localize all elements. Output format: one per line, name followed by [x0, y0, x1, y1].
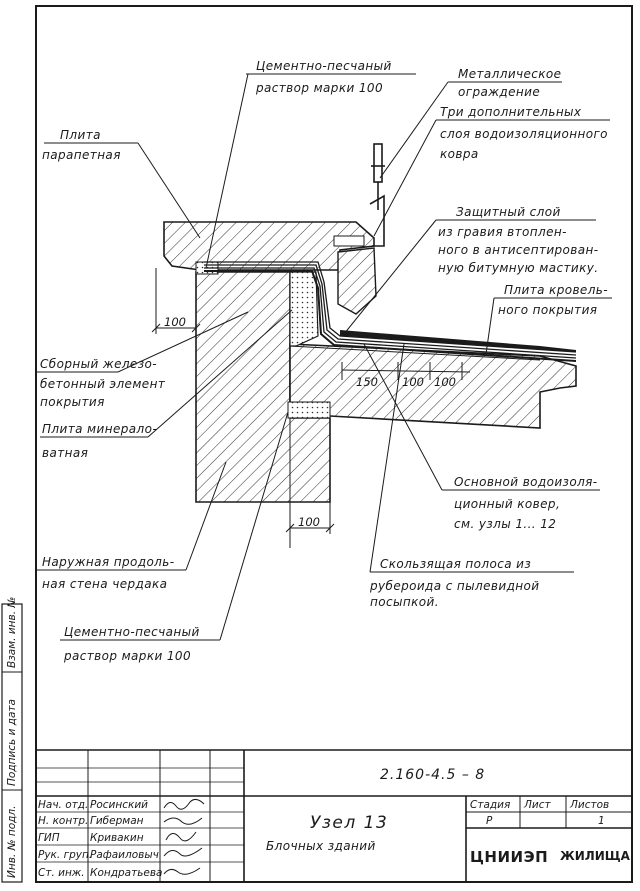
label-wall-1: Наружная продоль- — [42, 555, 174, 569]
parapet-cover-block — [337, 247, 377, 315]
col-stage: Стадия — [470, 799, 510, 811]
label-protect-1: Защитный слой — [456, 205, 561, 219]
label-three-1: Три дополнительных — [440, 105, 582, 119]
dim-left: 100 — [164, 315, 186, 329]
label-protect-2: из гравия втоплен- — [438, 225, 567, 239]
signatures — [163, 798, 205, 875]
label-mortar-bot-2: раствор марки 100 — [63, 649, 191, 663]
org-sub: ЖИЛИЩА — [560, 849, 631, 863]
label-mainwp-3: см. узлы 1... 12 — [454, 517, 556, 531]
label-mortar-top-2: раствор марки 100 — [255, 81, 383, 95]
name-5: Кондратьева — [90, 867, 163, 879]
title-block — [36, 749, 632, 882]
mortar-pad — [287, 401, 331, 419]
name-2: Гиберман — [90, 815, 144, 827]
side-stamp-signature: Подпись и дата — [6, 699, 18, 786]
side-stamp: Взам. инв. № Подпись и дата Инв. № подл. — [1, 597, 23, 883]
label-protect-4: ную битумную мастику. — [438, 261, 598, 275]
label-mineral-2: ватная — [42, 446, 88, 460]
mineral-wool-upstand — [289, 271, 319, 347]
label-three-2: слоя водоизоляционного — [440, 127, 608, 141]
metal-railing — [333, 143, 385, 247]
label-metal-1: Металлическое — [458, 67, 561, 81]
dim-100b: 100 — [434, 375, 456, 389]
name-4: Рафаиловыч — [90, 849, 159, 861]
col-sheet: Лист — [523, 799, 551, 811]
sheet-frame — [35, 5, 633, 883]
org-main: ЦНИИЭП — [470, 848, 548, 866]
drawing-title: Узел 13 — [310, 813, 388, 833]
label-wall-2: ная стена чердака — [42, 577, 167, 591]
label-sliding-3: посыпкой. — [370, 595, 439, 609]
name-3: Кривакин — [90, 832, 144, 844]
label-parapet-1: Плита — [60, 128, 101, 142]
drawing-code: 2.160-4.5 – 8 — [380, 767, 485, 783]
col-sheets: Листов — [569, 799, 609, 811]
label-sliding-2: рубероида с пылевидной — [369, 579, 539, 593]
dimensions — [151, 268, 471, 548]
dim-150: 150 — [356, 375, 378, 389]
roof-node-section — [163, 143, 577, 503]
role-2: Н. контр. — [38, 815, 88, 827]
label-parapet-2: парапетная — [42, 148, 121, 162]
leader-lines — [36, 73, 612, 641]
role-3: ГИП — [38, 832, 60, 844]
title-block-text: 2.160-4.5 – 8 Узел 13 Блочных зданий Ста… — [38, 767, 631, 879]
val-sheets: 1 — [598, 815, 605, 827]
label-mortar-top-1: Цементно-песчаный — [256, 59, 392, 73]
side-stamp-original: Инв. № подл. — [6, 806, 18, 878]
label-mainwp-1: Основной водоизоля- — [454, 475, 598, 489]
role-4: Рук. груп. — [38, 849, 92, 861]
role-1: Нач. отд. — [38, 799, 88, 811]
gravel-protection-layer — [340, 330, 576, 352]
role-5: Ст. инж. — [38, 867, 85, 879]
side-stamp-replacement: Взам. инв. № — [6, 597, 18, 668]
name-1: Росинский — [90, 799, 148, 811]
label-precast-1: Сборный железо- — [40, 357, 157, 371]
label-mainwp-2: ционный ковер, — [454, 497, 560, 511]
label-roofslab-1: Плита кровель- — [504, 283, 608, 297]
label-mineral-1: Плита минерало- — [42, 422, 157, 436]
label-metal-2: ограждение — [458, 85, 540, 99]
label-protect-3: ного в антисептирован- — [438, 243, 599, 257]
label-mortar-bot-1: Цементно-песчаный — [64, 625, 200, 639]
dim-100a: 100 — [402, 375, 424, 389]
drawing-subtitle: Блочных зданий — [266, 839, 376, 853]
label-precast-3: покрытия — [40, 395, 105, 409]
label-precast-2: бетонный элемент — [40, 377, 166, 391]
roof-slab — [289, 343, 577, 429]
dim-bottom: 100 — [298, 515, 320, 529]
label-three-3: ковра — [440, 147, 479, 161]
val-stage: Р — [486, 815, 493, 827]
callout-labels: Цементно-песчаный раствор марки 100 Мета… — [40, 59, 608, 663]
label-roofslab-2: ного покрытия — [498, 303, 597, 317]
label-sliding-1: Скользящая полоса из — [380, 557, 531, 571]
